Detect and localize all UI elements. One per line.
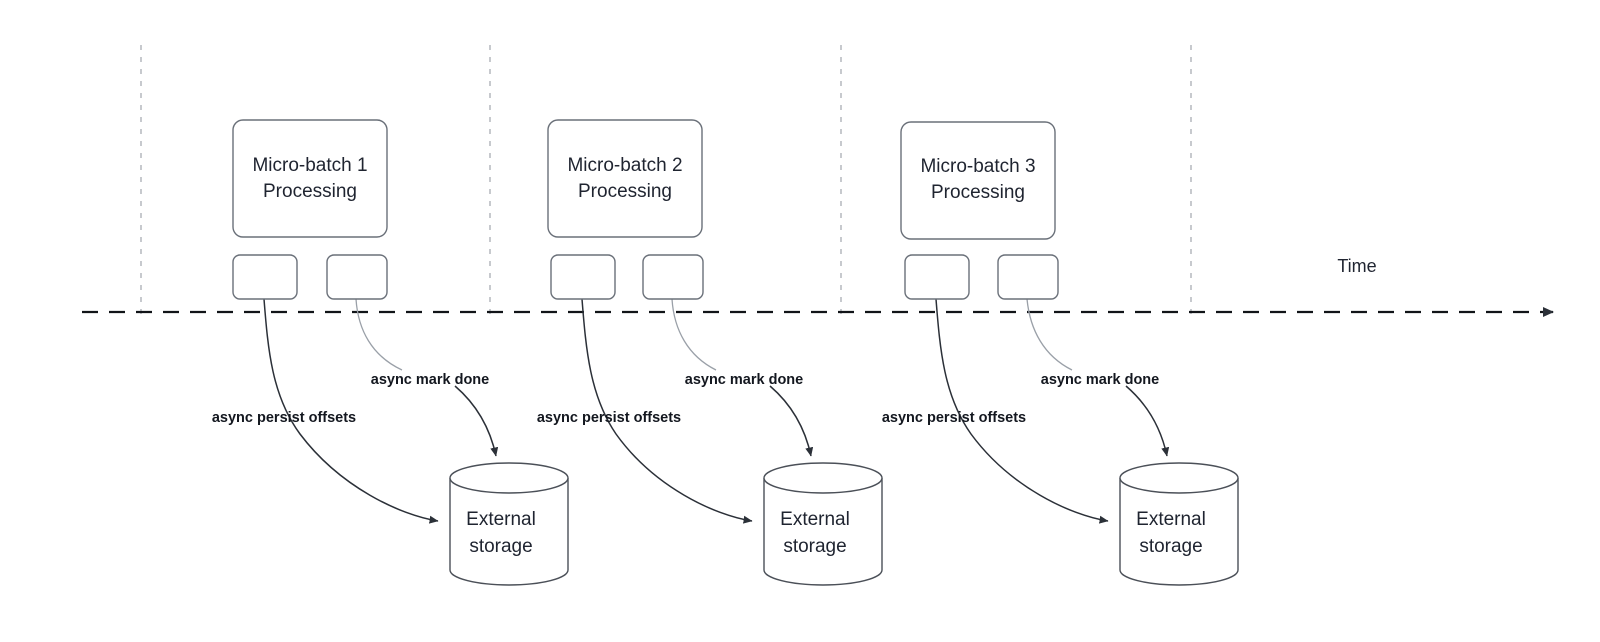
edge-mark-done-1: [454, 385, 499, 457]
micro-batch-group-2: Micro-batch 2 Processing: [547, 119, 704, 300]
micro-batch-1-title-line2: Processing: [263, 181, 357, 202]
time-axis: Time: [82, 256, 1554, 317]
external-storage-3-label-line1: External: [1136, 509, 1206, 530]
external-storage-1-body: [449, 478, 569, 586]
edge-label-persist-offsets-1: async persist offsets: [212, 410, 356, 426]
edge-label-mark-done-2: async mark done: [685, 372, 803, 388]
external-storage-1-label-line1: External: [466, 509, 536, 530]
time-axis-label: Time: [1337, 256, 1376, 276]
edge-label-mark-done-1: async mark done: [371, 372, 489, 388]
micro-batch-3-task-a[interactable]: [904, 254, 970, 300]
micro-batch-3-title-line2: Processing: [931, 182, 1025, 203]
edge-label-mark-done-3: async mark done: [1041, 372, 1159, 388]
flow-edges: [263, 298, 1170, 524]
edge-mark-done-3-upper: [1026, 298, 1073, 371]
micro-batch-1-box[interactable]: [232, 119, 388, 238]
edge-mark-done-2-upper: [671, 298, 717, 371]
edge-mark-done-2: [769, 385, 814, 457]
edge-mark-done-1-upper: [355, 298, 403, 371]
edge-label-persist-offsets-3: async persist offsets: [882, 410, 1026, 426]
micro-batch-1-title-line1: Micro-batch 1: [252, 155, 367, 176]
external-storage-2-top: [763, 462, 883, 494]
edge-mark-done-3: [1125, 385, 1170, 457]
micro-batch-group-3: Micro-batch 3 Processing: [900, 121, 1059, 300]
external-storage-3-top: [1119, 462, 1239, 494]
external-storage-1[interactable]: External storage: [449, 462, 569, 586]
external-storage-2-label-line1: External: [780, 509, 850, 530]
external-storage-1-label-line2: storage: [469, 536, 532, 557]
edge-persist-offsets-3: [935, 298, 1109, 524]
external-storage-2[interactable]: External storage: [763, 462, 883, 586]
edge-persist-offsets-2: [581, 298, 753, 524]
external-storage-1-top: [449, 462, 569, 494]
micro-batch-3-box[interactable]: [900, 121, 1056, 240]
micro-batch-3-title-line1: Micro-batch 3: [920, 156, 1035, 177]
tick-lines: [140, 45, 1192, 320]
external-storage-3-label-line2: storage: [1139, 536, 1202, 557]
micro-batch-2-title-line1: Micro-batch 2: [567, 155, 682, 176]
micro-batch-2-task-b[interactable]: [642, 254, 704, 300]
edge-labels: async persist offsets async mark done as…: [212, 372, 1159, 426]
external-storage-2-label-line2: storage: [783, 536, 846, 557]
micro-batch-2-task-a[interactable]: [550, 254, 616, 300]
micro-batch-group-1: Micro-batch 1 Processing: [232, 119, 388, 300]
micro-batch-1-task-b[interactable]: [326, 254, 388, 300]
edge-persist-offsets-1: [263, 298, 439, 524]
micro-batch-1-task-a[interactable]: [232, 254, 298, 300]
micro-batch-2-box[interactable]: [547, 119, 703, 238]
micro-batch-2-title-line2: Processing: [578, 181, 672, 202]
external-storage-3-body: [1119, 478, 1239, 586]
edge-label-persist-offsets-2: async persist offsets: [537, 410, 681, 426]
external-storage-2-body: [763, 478, 883, 586]
micro-batch-3-task-b[interactable]: [997, 254, 1059, 300]
external-storage-3[interactable]: External storage: [1119, 462, 1239, 586]
